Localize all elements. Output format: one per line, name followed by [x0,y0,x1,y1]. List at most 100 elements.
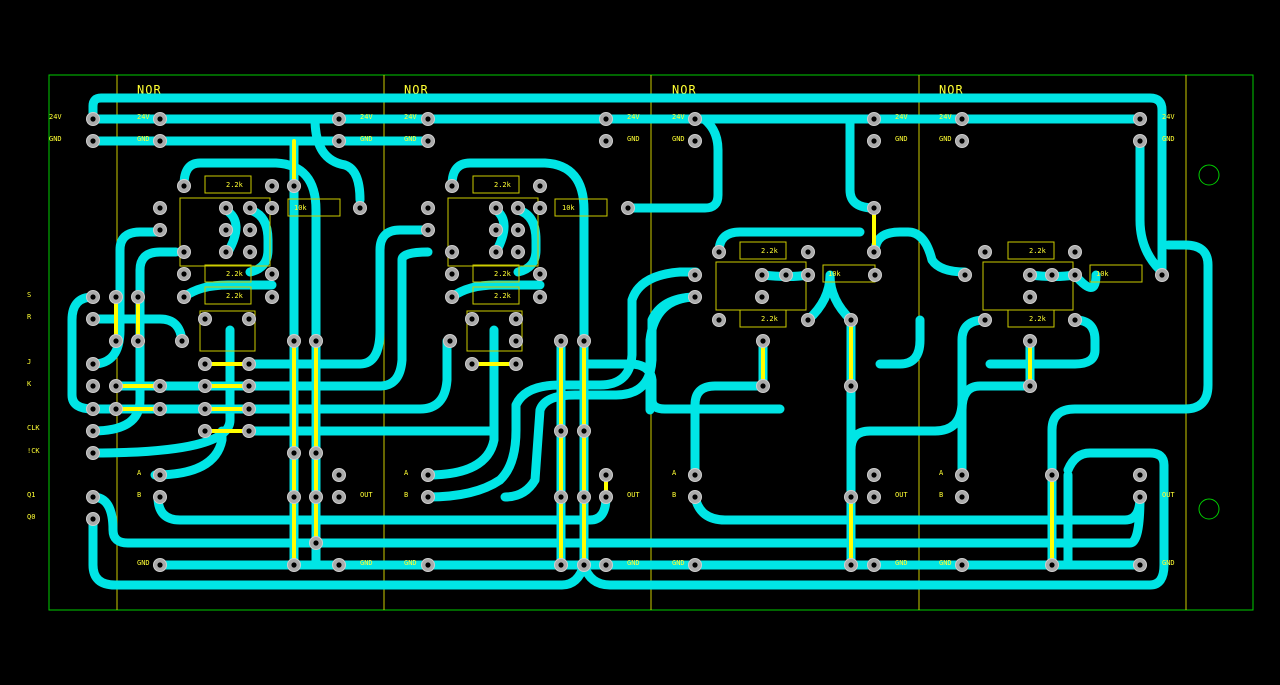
pad-drill-hole [247,249,253,255]
resistor-outline [739,241,787,260]
pad-drill-hole [871,205,877,211]
resistor-label: 2.2k [761,315,779,323]
pad-drill-hole [558,494,564,500]
resistor-label: 2.2k [226,292,244,300]
connector-label-q0: Q0 [27,513,35,521]
pad-drill-hole [181,183,187,189]
trace [244,225,431,369]
pad-drill-hole [157,116,163,122]
pad-drill-hole [357,205,363,211]
pad-drill-hole [90,516,96,522]
module-label-b: B [672,491,676,499]
pad-drill-hole [493,227,499,233]
pad-drill-hole [1159,272,1165,278]
resistor-label: 10k [294,204,307,212]
trace [690,381,768,480]
module-label-gnd-bottom: GND [627,559,640,567]
pad-drill-hole [959,472,965,478]
pad-drill-hole [515,227,521,233]
pad-drill-hole [871,472,877,478]
trace [985,315,1100,369]
module-label-24v-out: 24V [627,113,640,121]
trace [244,247,433,391]
trace [845,114,879,213]
pad-drill-hole [425,472,431,478]
pad-drill-hole [716,249,722,255]
connector-label-k: K [27,380,32,388]
pad-drill-hole [493,205,499,211]
resistor-outline [1007,241,1055,260]
pad-drill-hole [692,562,698,568]
pad-drill-hole [692,494,698,500]
pad-drill-hole [1027,272,1033,278]
pad-drill-hole [871,562,877,568]
module-label-b: B [137,491,141,499]
pad-drill-hole [603,562,609,568]
silkscreen-layer [179,175,1143,352]
resistor-outline [472,264,520,283]
trace [1135,136,1165,275]
pad-drill-hole [313,494,319,500]
pad-drill-hole [246,316,252,322]
pad-drill-hole [1072,249,1078,255]
pad-drill-hole [425,227,431,233]
pad-drill-hole [157,494,163,500]
pad-drill-hole [805,249,811,255]
pad-drill-hole [246,361,252,367]
module-label-gnd-bottom: GND [137,559,150,567]
mounting-hole [1198,164,1220,186]
pad-drill-hole [425,494,431,500]
connector-label-q1: Q1 [27,491,35,499]
pad-drill-hole [760,338,766,344]
pad-drill-hole [558,338,564,344]
connector-label-24v: 24V [49,113,62,121]
module-label-out: OUT [895,491,908,499]
module-label-gnd-bottom: GND [404,559,417,567]
pad-drill-hole [157,227,163,233]
pad-drill-hole [1137,472,1143,478]
pad-drill-hole [1072,272,1078,278]
pad-drill-hole [269,205,275,211]
pad-drill-hole [202,406,208,412]
resistor-outline [472,286,520,305]
pad-drill-hole [269,183,275,189]
pad-drill-hole [157,205,163,211]
pad-drill-hole [558,562,564,568]
pad-drill-hole [202,428,208,434]
pad-drill-hole [783,272,789,278]
pad-drill-hole [848,562,854,568]
pad-drill-hole [513,338,519,344]
pad-drill-hole [113,406,119,412]
pad-drill-hole [113,294,119,300]
pad-drill-hole [692,272,698,278]
pad-drill-hole [425,562,431,568]
pad-drill-hole [291,562,297,568]
module-label-b: B [939,491,943,499]
connector-label-s: S [27,291,31,299]
pad-drill-hole [982,317,988,323]
resistor-label: 2.2k [494,292,512,300]
module-label-gnd-bottom: GND [895,559,908,567]
trace [957,381,1035,480]
pad-drill-hole [269,294,275,300]
resistor-label: 2.2k [494,270,512,278]
pad-drill-hole [202,361,208,367]
connector-label-gnd: GND [49,135,62,143]
pad-drill-hole [537,183,543,189]
trace [803,270,856,325]
resistor-label: 2.2k [1029,247,1047,255]
pad-drill-hole [558,428,564,434]
pad-drill-hole [179,338,185,344]
trace-layer [67,93,1213,590]
module-label-gnd-out: GND [895,135,908,143]
transistor-outline [199,310,256,352]
pad-drill-hole [157,562,163,568]
connector-label-ick: !CK [27,447,40,455]
pad-drill-hole [692,294,698,300]
module-label-gnd-in: GND [672,135,685,143]
module-label-gnd-out: GND [360,135,373,143]
pad-drill-hole [202,383,208,389]
module-label-a: A [939,469,944,477]
pad-drill-hole [202,316,208,322]
trace [623,114,723,213]
